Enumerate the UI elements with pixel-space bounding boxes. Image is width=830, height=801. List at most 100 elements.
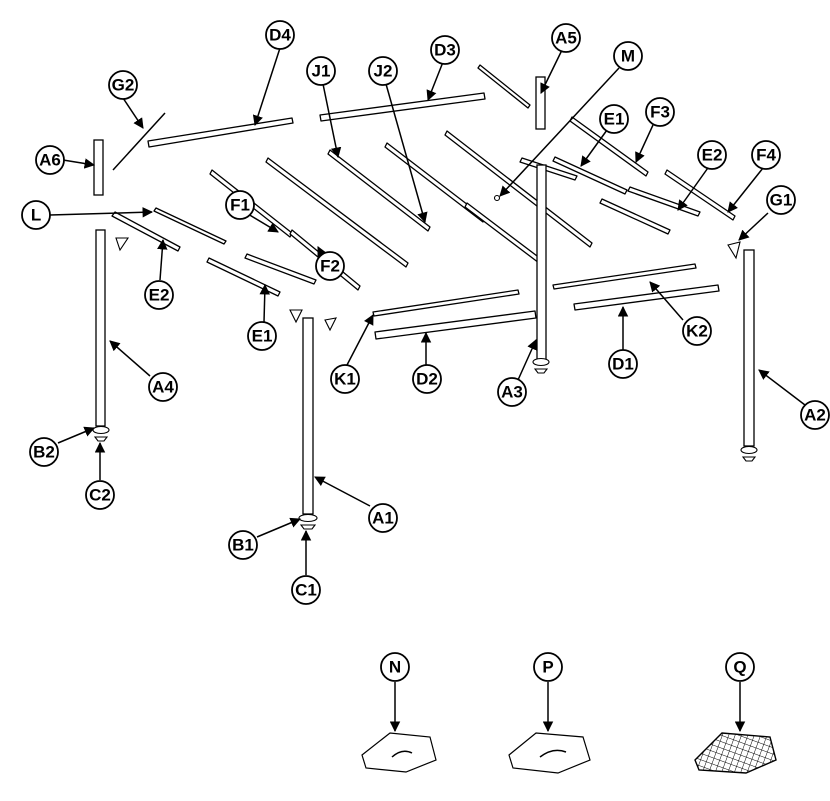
svg-text:A1: A1 <box>372 509 394 528</box>
base-a3 <box>532 357 550 367</box>
svg-text:A4: A4 <box>152 378 174 397</box>
beam-d2 <box>374 310 537 340</box>
svg-text:B2: B2 <box>33 443 55 462</box>
beam-l <box>153 207 227 245</box>
svg-text:E2: E2 <box>149 286 170 305</box>
brace-g2 <box>112 112 166 171</box>
svg-text:J2: J2 <box>374 62 393 81</box>
callout-f2: F2 <box>315 251 345 281</box>
plate-c1 <box>299 524 317 530</box>
callout-g1: G1 <box>766 185 796 215</box>
callout-d1: D1 <box>608 349 638 379</box>
beam-top-center <box>519 157 578 181</box>
feet <box>92 357 758 530</box>
callout-d2: D2 <box>412 364 442 394</box>
callout-d3: D3 <box>430 35 460 65</box>
callout-j1: J1 <box>306 56 336 86</box>
callout-a3: A3 <box>497 377 527 407</box>
post-a3 <box>536 164 547 361</box>
beam-d1 <box>573 284 720 311</box>
callout-a1: A1 <box>368 503 398 533</box>
svg-text:E2: E2 <box>702 146 723 165</box>
svg-text:D4: D4 <box>269 26 291 45</box>
cushion-n-fold <box>391 750 413 758</box>
callout-k2: K2 <box>682 316 712 346</box>
base-b2 <box>92 425 110 435</box>
callout-e2-left: E2 <box>144 280 174 310</box>
base-b1 <box>298 513 318 523</box>
svg-text:D2: D2 <box>416 370 438 389</box>
cushion-p <box>508 732 591 774</box>
svg-text:G1: G1 <box>770 191 793 210</box>
plate-a2 <box>741 456 757 462</box>
beam-d4 <box>147 117 294 148</box>
callout-p: P <box>533 652 563 682</box>
callout-f3: F3 <box>645 97 675 127</box>
callout-c1: C1 <box>291 575 321 605</box>
callout-a6: A6 <box>35 145 65 175</box>
svg-text:F3: F3 <box>650 103 670 122</box>
beam-a5-brace <box>477 64 531 109</box>
svg-text:F4: F4 <box>756 146 776 165</box>
beam-f4 <box>664 169 736 221</box>
leader-lines <box>49 47 806 733</box>
svg-text:F2: F2 <box>320 257 340 276</box>
plate-c2 <box>93 436 109 442</box>
callout-q: Q <box>725 652 755 682</box>
roof-frame <box>111 64 736 340</box>
svg-text:Q: Q <box>733 658 746 677</box>
beam-k2 <box>552 263 697 290</box>
svg-text:B1: B1 <box>232 536 254 555</box>
svg-text:A2: A2 <box>804 406 826 425</box>
callout-f1: F1 <box>225 190 255 220</box>
callout-b1: B1 <box>228 530 258 560</box>
bolt-m <box>493 194 501 202</box>
svg-text:E1: E1 <box>252 327 273 346</box>
callout-e1-left: E1 <box>247 321 277 351</box>
cushions <box>361 732 777 774</box>
post-a1 <box>302 317 314 515</box>
svg-text:L: L <box>31 206 41 225</box>
beam-d3 <box>319 92 486 122</box>
callout-f4: F4 <box>751 140 781 170</box>
svg-text:C1: C1 <box>295 581 317 600</box>
callout-k1: K1 <box>330 364 360 394</box>
beam-center-a <box>444 130 593 248</box>
beam-j1 <box>327 149 431 232</box>
callout-a5: A5 <box>551 23 581 53</box>
svg-text:C2: C2 <box>89 486 111 505</box>
beam-j2-b <box>464 202 546 267</box>
svg-text:A5: A5 <box>555 29 577 48</box>
svg-text:P: P <box>542 658 553 677</box>
post-a4 <box>95 229 106 427</box>
callout-c2: C2 <box>85 480 115 510</box>
callout-b2: B2 <box>29 437 59 467</box>
post-a6 <box>93 139 104 196</box>
svg-text:G2: G2 <box>112 76 135 95</box>
svg-text:K2: K2 <box>686 322 708 341</box>
beam-e1-right <box>552 156 628 195</box>
base-a2 <box>740 445 758 455</box>
plate-a3 <box>533 368 549 374</box>
svg-text:A3: A3 <box>501 383 523 402</box>
svg-text:D3: D3 <box>434 41 456 60</box>
braces <box>112 112 741 332</box>
callout-e2-right: E2 <box>697 140 727 170</box>
posts <box>93 76 755 515</box>
svg-text:E1: E1 <box>604 110 625 129</box>
callout-g2: G2 <box>108 70 138 100</box>
beam-e2-right <box>599 198 671 235</box>
cushion-q <box>694 732 777 774</box>
svg-text:M: M <box>621 47 635 66</box>
svg-text:F1: F1 <box>230 196 250 215</box>
bracket-center-a <box>289 309 303 324</box>
bracket-left <box>115 237 130 252</box>
post-a5 <box>535 76 546 130</box>
post-a2 <box>743 249 755 447</box>
callout-a2: A2 <box>800 400 830 430</box>
callout-m: M <box>613 41 643 71</box>
beam-f2-b <box>244 253 317 285</box>
svg-text:A6: A6 <box>39 151 61 170</box>
callout-d4: D4 <box>265 20 295 50</box>
